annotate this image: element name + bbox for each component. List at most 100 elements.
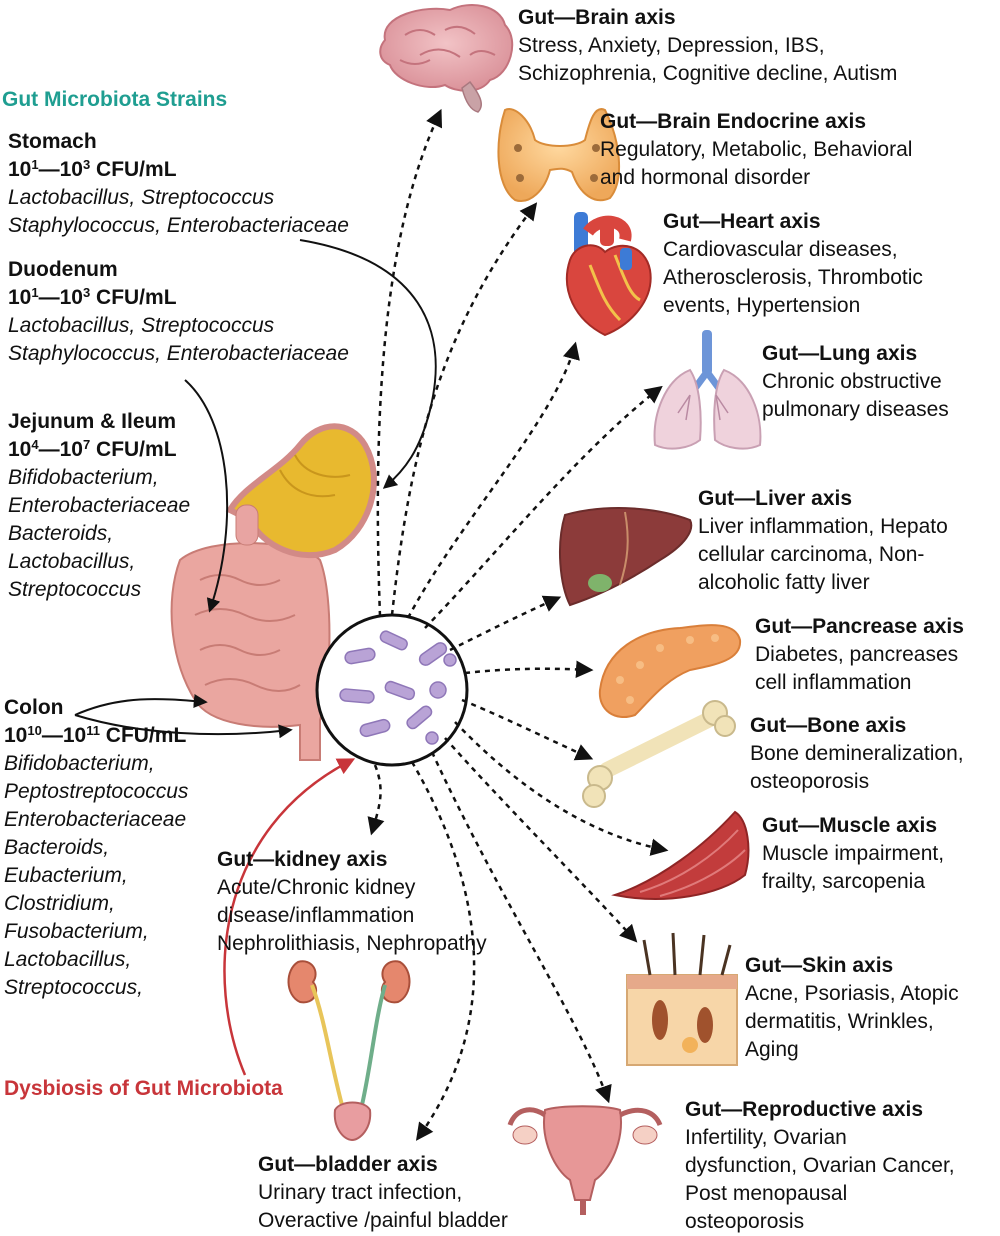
axis-liver: Gut—Liver axis Liver inflammation, Hepat…	[698, 485, 948, 597]
bacteria-line: Enterobacteriaceae	[8, 494, 191, 517]
axis-line: and hormonal disorder	[600, 166, 811, 189]
bacteria-line: Enterobacteriaceae	[4, 808, 187, 831]
axis-line: alcoholic fatty liver	[698, 571, 870, 594]
strains-heading: Gut Microbiota Strains	[2, 88, 228, 111]
axis-reproductive: Gut—Reproductive axis Infertility, Ovari…	[685, 1096, 955, 1236]
axis-skin: Gut—Skin axis Acne, Psoriasis, Atopic de…	[745, 952, 959, 1064]
axis-title: Gut—Brain Endocrine axis	[600, 110, 867, 133]
region-cfu: 101—103 CFU/mL	[8, 285, 177, 309]
axis-muscle: Gut—Muscle axis Muscle impairment, frail…	[762, 812, 944, 896]
bacteria-line: Bacteroids,	[8, 522, 114, 545]
axis-line: Urinary tract infection,	[258, 1181, 463, 1204]
axis-line: Stress, Anxiety, Depression, IBS,	[518, 34, 825, 57]
axis-line: cell inflammation	[755, 671, 912, 694]
muscle-illustration	[611, 810, 750, 900]
axis-title: Gut—Pancrease axis	[755, 615, 964, 638]
axis-title: Gut—Liver axis	[698, 487, 853, 510]
axis-arrows	[367, 108, 669, 1141]
brain-illustration	[379, 4, 514, 113]
region-name: Jejunum & Ileum	[8, 410, 177, 433]
axis-title: Gut—Muscle axis	[762, 814, 938, 837]
axis-title: Gut—Brain axis	[518, 6, 676, 29]
thyroid-illustration	[497, 108, 621, 202]
axis-line: dysfunction, Ovarian Cancer,	[685, 1154, 955, 1177]
bacteria-line: Streptococcus	[8, 578, 142, 601]
bacteria-line: Bifidobacterium,	[4, 752, 155, 775]
axis-line: Liver inflammation, Hepato	[698, 515, 948, 538]
axis-bladder: Gut—bladder axis Urinary tract infection…	[258, 1151, 508, 1235]
axis-title: Gut—Skin axis	[745, 954, 894, 977]
axis-lung: Gut—Lung axis Chronic obstructive pulmon…	[762, 340, 949, 424]
axis-brain: Gut—Brain axis Stress, Anxiety, Depressi…	[518, 4, 897, 88]
bacteria-line: Clostridium,	[4, 892, 115, 915]
axis-line: Atherosclerosis, Thrombotic	[663, 266, 923, 289]
axis-heart: Gut—Heart axis Cardiovascular diseases, …	[663, 208, 923, 320]
axis-line: disease/inflammation	[217, 904, 415, 927]
axis-line: frailty, sarcopenia	[762, 870, 926, 893]
axis-line: Cardiovascular diseases,	[663, 238, 898, 261]
digestive-tract-illustration	[170, 423, 377, 761]
bacteria-line: Eubacterium,	[4, 864, 128, 887]
bacteria-line: Lactobacillus, Streptococcus	[8, 186, 275, 209]
axis-title: Gut—Bone axis	[750, 714, 907, 737]
axis-kidney: Gut—kidney axis Acute/Chronic kidney dis…	[217, 846, 487, 958]
axis-line: Diabetes, pancreases	[755, 643, 959, 666]
axis-title: Gut—kidney axis	[217, 848, 388, 871]
axis-line: Chronic obstructive	[762, 370, 942, 393]
dysbiosis-arrow	[223, 758, 356, 1076]
bacteria-line: Staphylococcus, Enterobacteriaceae	[8, 214, 349, 237]
dysbiosis-label: Dysbiosis of Gut Microbiota	[4, 1077, 283, 1100]
bacteria-line: Staphylococcus, Enterobacteriaceae	[8, 342, 349, 365]
axis-line: Schizophrenia, Cognitive decline, Autism	[518, 62, 898, 85]
axis-pancreas: Gut—Pancrease axis Diabetes, pancreases …	[755, 613, 964, 697]
heart-illustration	[565, 212, 652, 337]
region-name: Stomach	[8, 130, 97, 153]
axis-title: Gut—Lung axis	[762, 342, 918, 365]
uterus-illustration	[507, 1105, 663, 1215]
bacteria-line: Fusobacterium,	[4, 920, 149, 943]
bacteria-line: Lactobacillus,	[8, 550, 136, 573]
bone-illustration	[582, 700, 736, 808]
region-arrows	[74, 239, 437, 739]
axis-brain-endocrine: Gut—Brain Endocrine axis Regulatory, Met…	[600, 108, 912, 192]
axis-line: Overactive /painful bladder	[258, 1209, 508, 1232]
lungs-illustration	[653, 330, 762, 450]
axis-line: Bone demineralization,	[750, 742, 964, 765]
axis-line: Muscle impairment,	[762, 842, 945, 865]
region-cfu: 101—103 CFU/mL	[8, 157, 177, 181]
axis-line: Infertility, Ovarian	[685, 1126, 847, 1149]
bacteria-line: Lactobacillus, Streptococcus	[8, 314, 275, 337]
bacteria-line: Streptococcus,	[4, 976, 143, 999]
region-stomach: Stomach 101—103 CFU/mL Lactobacillus, St…	[8, 128, 349, 240]
region-colon: Colon 1010—1011 CFU/mL Bifidobacterium, …	[4, 694, 188, 1002]
axis-line: Regulatory, Metabolic, Behavioral	[600, 138, 913, 161]
axis-title: Gut—bladder axis	[258, 1153, 438, 1176]
skin-illustration	[626, 932, 738, 1066]
axis-line: Acute/Chronic kidney	[217, 876, 416, 899]
axis-line: osteoporosis	[750, 770, 870, 793]
bacteria-line: Peptostreptococcus	[4, 780, 189, 803]
liver-illustration	[558, 507, 693, 607]
pancreas-illustration	[598, 624, 742, 718]
region-duodenum: Duodenum 101—103 CFU/mL Lactobacillus, S…	[8, 256, 349, 368]
axis-line: dermatitis, Wrinkles,	[745, 1010, 934, 1033]
bacteria-line: Bacteroids,	[4, 836, 110, 859]
bacteria-line: Lactobacillus,	[4, 948, 132, 971]
axis-line: osteoporosis	[685, 1210, 805, 1233]
region-name: Duodenum	[8, 258, 118, 281]
axis-line: events, Hypertension	[663, 294, 861, 317]
axis-line: Nephrolithiasis, Nephropathy	[217, 932, 487, 955]
axis-title: Gut—Reproductive axis	[685, 1098, 924, 1121]
region-name: Colon	[4, 696, 64, 719]
axis-line: Aging	[745, 1038, 799, 1061]
region-cfu: 104—107 CFU/mL	[8, 437, 177, 461]
axis-title: Gut—Heart axis	[663, 210, 821, 233]
region-cfu: 1010—1011 CFU/mL	[4, 723, 187, 747]
region-jejunum-ileum: Jejunum & Ileum 104—107 CFU/mL Bifidobac…	[8, 408, 190, 604]
axis-line: pulmonary diseases	[762, 398, 949, 421]
axis-line: Acne, Psoriasis, Atopic	[745, 982, 959, 1005]
axis-bone: Gut—Bone axis Bone demineralization, ost…	[750, 712, 964, 796]
bacteria-line: Bifidobacterium,	[8, 466, 159, 489]
microbiota-circle	[315, 613, 469, 767]
axis-line: Post menopausal	[685, 1182, 848, 1205]
